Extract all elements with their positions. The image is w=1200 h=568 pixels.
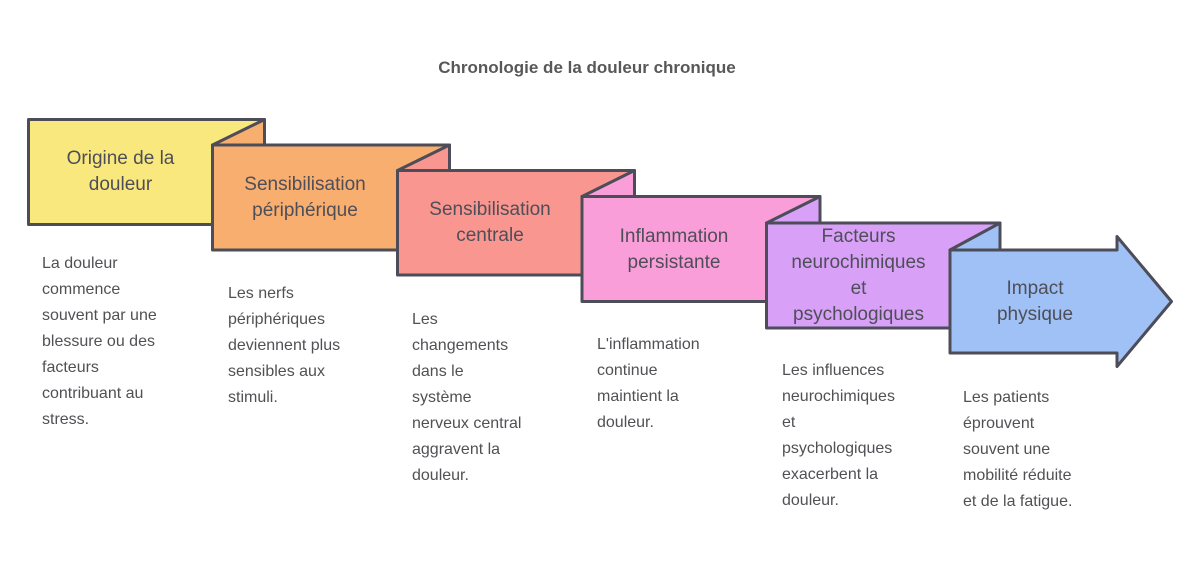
diagram-title: Chronologie de la douleur chronique bbox=[438, 58, 736, 77]
stage-4-label: Inflammation persistante bbox=[619, 225, 729, 273]
stage-2-label: Sensibilisation périphérique bbox=[244, 173, 366, 221]
stage-6-description: Les patients éprouvent souvent une mobil… bbox=[963, 389, 1073, 510]
stage-5-description: Les influences neurochimiques et psychol… bbox=[782, 362, 895, 509]
stage-5-label: Facteurs neurochimiques et psychologique… bbox=[791, 225, 926, 325]
stage-4-description: L'inflammation continue maintient la dou… bbox=[597, 336, 700, 431]
stage-1-label: Origine de la douleur bbox=[66, 148, 175, 195]
stage-3-label: Sensibilisation centrale bbox=[429, 199, 551, 246]
stage-1-description: La douleur commence souvent par une bles… bbox=[42, 255, 157, 428]
stage-6-label: Impact physique bbox=[996, 277, 1074, 325]
stage-2-description: Les nerfs périphériques deviennent plus … bbox=[228, 285, 341, 406]
stage-6-arrow bbox=[948, 235, 1173, 368]
stage-3-description: Les changements dans le système nerveux … bbox=[412, 311, 522, 484]
